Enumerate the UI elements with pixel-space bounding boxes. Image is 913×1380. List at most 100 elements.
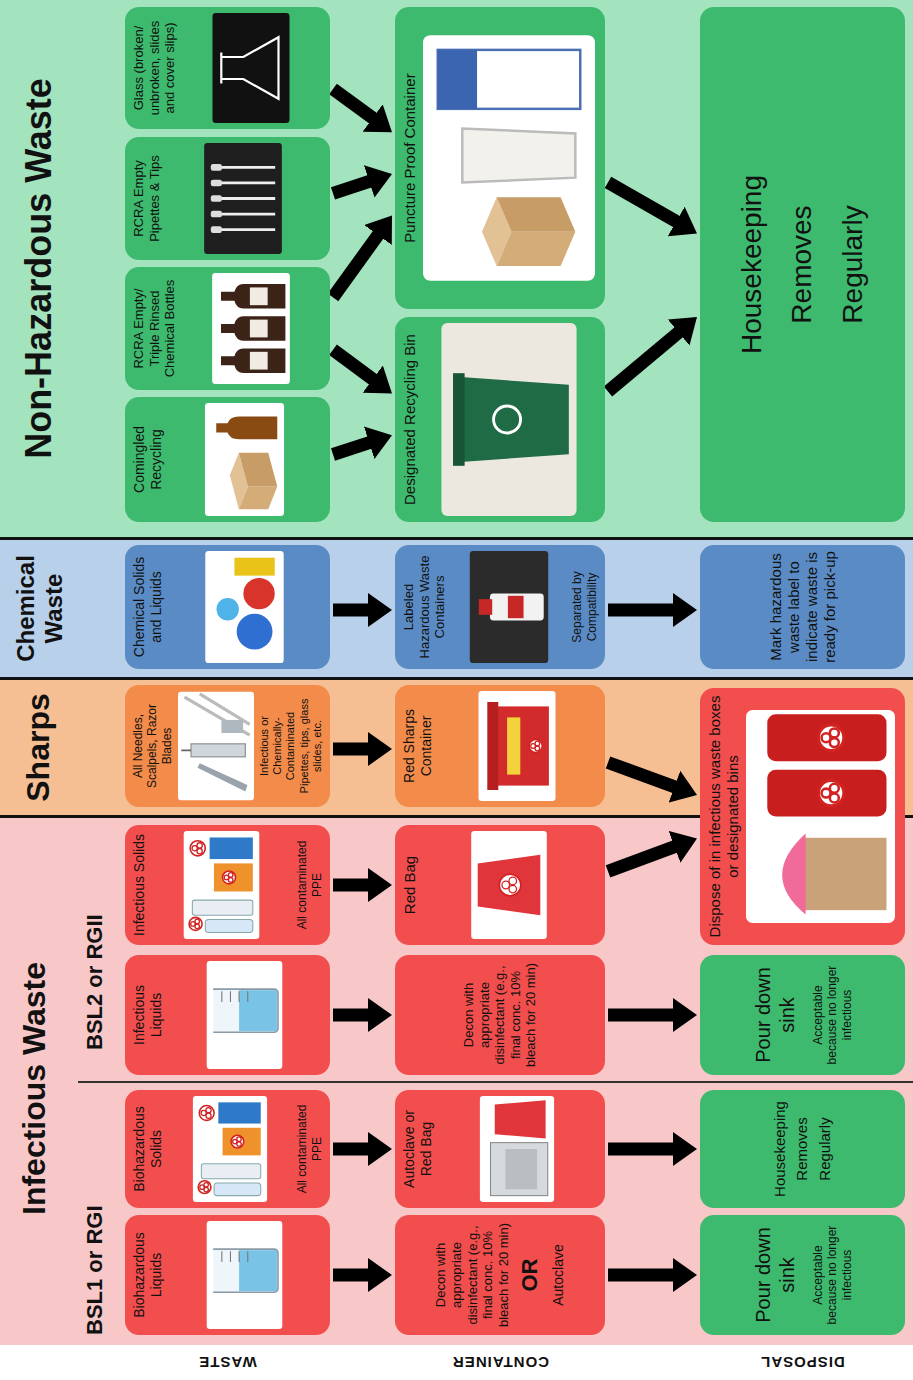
illustration-part — [471, 831, 547, 939]
divider-line — [78, 1081, 913, 1083]
box-text: Glass (broken/ unbroken, slides and cove… — [131, 13, 178, 123]
box-text: Dispose of in infectious waste boxes or … — [706, 694, 742, 939]
illustration-part — [487, 702, 498, 790]
disposal-box: Dispose of in infectious waste boxes or … — [700, 688, 905, 945]
illustration-part — [746, 710, 895, 923]
illustration-part — [508, 596, 524, 618]
illustration — [470, 551, 548, 663]
label-holder: BSL2 or RGII — [82, 914, 108, 1050]
box-text: Housekeeping Removes Regularly — [769, 1096, 837, 1202]
illustration-part — [237, 614, 273, 650]
item-illustration — [169, 403, 320, 516]
container-box: Red Sharps Container — [395, 685, 605, 807]
illustration-part — [213, 1249, 278, 1292]
container-box: Autoclave or Red Bag — [395, 1090, 605, 1208]
container-box: Labeled Hazardous Waste ContainersSepara… — [395, 545, 605, 669]
illustration-part — [767, 770, 886, 817]
box-text: RCRA Empty/ Triple Rinsed Chemical Bottl… — [131, 273, 178, 384]
label-holder: WASTE — [157, 1345, 297, 1380]
illustration-part — [239, 991, 240, 1002]
container-box: Red Bag — [395, 825, 605, 945]
row-label: DISPOSAL — [760, 1354, 845, 1371]
box-text: Acceptable because no longer infectious — [811, 1221, 854, 1329]
disposal-box: Pour down sink Acceptable because no long… — [700, 1215, 905, 1335]
illustration-part — [213, 989, 278, 1032]
item-illustration — [178, 691, 254, 801]
illustration-part — [497, 232, 576, 266]
illustration-part — [206, 1113, 211, 1118]
flow-arrow — [333, 350, 374, 380]
illustration-part — [211, 180, 222, 187]
illustration-part — [830, 793, 839, 802]
box-text: Separated by Compatibility — [570, 551, 599, 663]
illustration — [193, 1096, 267, 1202]
illustration-part — [505, 1149, 537, 1189]
row-label: WASTE — [198, 1354, 256, 1371]
illustration-part — [478, 855, 541, 915]
illustration-part — [507, 717, 520, 774]
box-text: All contaminated PPE — [295, 831, 324, 939]
illustration-part — [250, 287, 268, 305]
box-text: Biohazardous Solids — [131, 1096, 165, 1202]
item-illustration — [182, 273, 320, 384]
illustration-part — [438, 50, 581, 109]
band-title: Non-Hazardous Waste — [18, 0, 59, 537]
illustration — [205, 403, 284, 516]
flow-arrow — [608, 763, 675, 788]
illustration-part — [214, 863, 253, 891]
illustration-part — [198, 763, 248, 791]
illustration-part — [220, 53, 222, 84]
item-illustration — [169, 961, 320, 1069]
band-title: Infectious Waste — [16, 962, 53, 1215]
illustration — [207, 1221, 283, 1329]
illustration-part — [239, 990, 277, 1031]
waste-box: Comingled Recycling — [125, 397, 330, 522]
flow-arrow — [333, 743, 369, 756]
illustration-part — [211, 211, 222, 218]
box-text: All Needles, Scalpels, Razor Blades — [131, 691, 174, 801]
flow-arrow — [333, 89, 373, 119]
band-title: Chemical Waste — [12, 540, 67, 677]
flow-arrow — [608, 604, 674, 617]
illustration-part — [211, 226, 222, 233]
illustration — [746, 710, 895, 923]
flow-arrow — [608, 1269, 674, 1282]
illustration-part — [218, 1102, 260, 1123]
category-band: Non-Hazardous WasteComingled Recycling RC… — [0, 0, 913, 540]
illustration-part — [211, 164, 222, 171]
illustration-part — [221, 348, 285, 372]
box-text: Pour down sink — [751, 1221, 799, 1329]
illustration-part — [767, 714, 886, 761]
illustration-part — [210, 837, 253, 859]
box-text: Red Sharps Container — [401, 691, 435, 801]
illustration — [178, 692, 254, 801]
illustration-part — [782, 834, 805, 915]
illustration-part — [490, 594, 544, 621]
illustration-part — [189, 917, 202, 930]
waste-box: RCRA Empty/ Triple Rinsed Chemical Bottl… — [125, 267, 330, 390]
illustration-part — [197, 849, 202, 854]
illustration-part — [830, 738, 839, 747]
illustration-part — [195, 919, 200, 924]
illustration-part — [204, 143, 282, 254]
illustration-part — [243, 578, 274, 609]
illustration-part — [207, 1221, 283, 1329]
illustration-part — [423, 35, 595, 281]
illustration-part — [201, 1164, 260, 1179]
illustration — [205, 551, 283, 663]
flow-arrow — [333, 879, 369, 892]
box-text: Infectious Liquids — [131, 961, 165, 1069]
band-title: Sharps — [20, 680, 57, 815]
illustration-part — [470, 551, 548, 663]
flow-arrow — [333, 1269, 369, 1282]
illustration-part — [502, 881, 510, 889]
box-text: Housekeeping Removes Regularly — [727, 155, 878, 375]
item-illustration — [169, 1221, 320, 1329]
illustration — [207, 961, 283, 1069]
illustration-part — [497, 197, 576, 231]
flow-arrow — [333, 1009, 369, 1022]
illustration-part — [438, 50, 477, 109]
illustration-part — [509, 885, 517, 893]
illustration — [204, 143, 282, 254]
box-text: Mark hazardous waste label to indicate w… — [767, 551, 839, 663]
